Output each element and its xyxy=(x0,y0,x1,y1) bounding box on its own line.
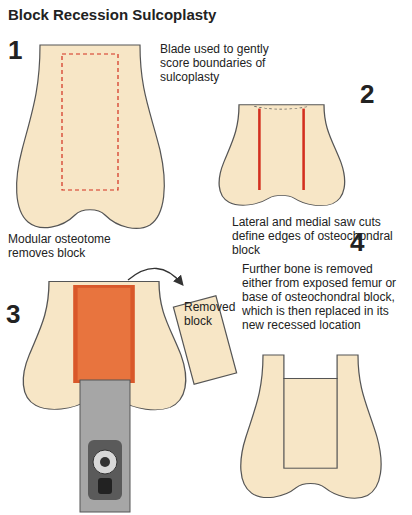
femur-2 xyxy=(219,105,345,206)
note: Lateral and medial saw cuts define edges… xyxy=(232,215,397,257)
note: Modular osteotome removes block xyxy=(8,232,116,260)
callout-number: 2 xyxy=(360,80,390,108)
diagram-title: Block Recession Sulcoplasty xyxy=(8,6,308,24)
callout-number: 3 xyxy=(6,300,30,328)
removed-block xyxy=(173,296,236,385)
femur-4 xyxy=(241,355,381,498)
note: Blade used to gently score boundaries of… xyxy=(160,42,270,84)
motion-arrow xyxy=(128,268,182,284)
callout-number: 4 xyxy=(350,228,380,256)
femur-1 xyxy=(17,45,165,228)
osteotome xyxy=(80,380,130,512)
note: Further bone is removed either from expo… xyxy=(242,262,404,332)
part-label: Removed block xyxy=(184,300,236,328)
callout-number: 1 xyxy=(8,36,38,64)
